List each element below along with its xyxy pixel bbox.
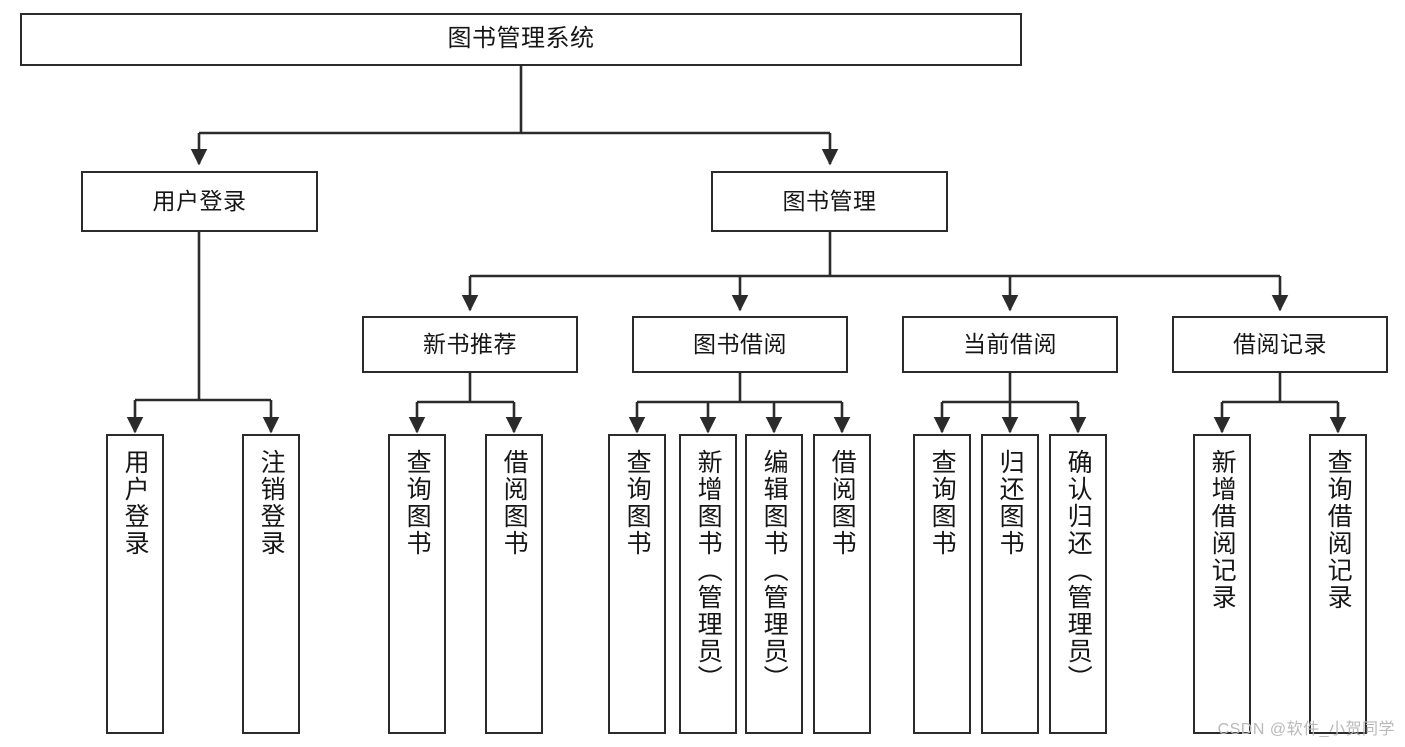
node-label: 查询图书: [623, 449, 652, 557]
node-label: 借阅记录: [1233, 330, 1327, 357]
node-leaf-edit-book-admin[interactable]: 编辑图书（管理员）: [745, 434, 803, 734]
node-current-borrow[interactable]: 当前借阅: [902, 316, 1118, 373]
node-book-borrow[interactable]: 图书借阅: [632, 316, 848, 373]
node-label: 图书借阅: [693, 330, 787, 357]
node-label: 确认归还（管理员）: [1064, 449, 1093, 692]
node-label: 用户登录: [121, 449, 150, 557]
node-leaf-add-borrow-record[interactable]: 新增借阅记录: [1193, 434, 1251, 734]
node-label: 用户登录: [152, 187, 247, 214]
node-leaf-logout[interactable]: 注销登录: [242, 434, 300, 734]
node-label: 新书推荐: [423, 330, 517, 357]
node-label: 注销登录: [257, 449, 286, 557]
node-label: 查询图书: [403, 449, 432, 557]
node-borrow-record[interactable]: 借阅记录: [1172, 316, 1388, 373]
node-leaf-return-book[interactable]: 归还图书: [981, 434, 1039, 734]
node-leaf-borrow-book-recommend[interactable]: 借阅图书: [485, 434, 543, 734]
node-leaf-user-login[interactable]: 用户登录: [106, 434, 164, 734]
node-leaf-borrow-book[interactable]: 借阅图书: [813, 434, 871, 734]
node-user-login[interactable]: 用户登录: [81, 171, 318, 232]
node-label: 查询借阅记录: [1324, 449, 1353, 611]
node-label: 借阅图书: [500, 449, 529, 557]
node-label: 归还图书: [996, 449, 1025, 557]
node-book-management[interactable]: 图书管理: [711, 171, 948, 232]
node-leaf-query-book-recommend[interactable]: 查询图书: [388, 434, 446, 734]
node-leaf-confirm-return-admin[interactable]: 确认归还（管理员）: [1049, 434, 1107, 734]
node-label: 借阅图书: [828, 449, 857, 557]
node-leaf-query-book-current[interactable]: 查询图书: [913, 434, 971, 734]
node-label: 当前借阅: [963, 330, 1057, 357]
node-label: 图书管理: [782, 187, 877, 214]
node-label: 查询图书: [928, 449, 957, 557]
node-leaf-query-borrow-record[interactable]: 查询借阅记录: [1309, 434, 1367, 734]
node-root-system[interactable]: 图书管理系统: [20, 13, 1022, 66]
node-leaf-add-book-admin[interactable]: 新增图书（管理员）: [679, 434, 737, 734]
node-label: 新增图书（管理员）: [694, 449, 723, 692]
node-label: 图书管理系统: [447, 25, 595, 53]
watermark: CSDN @软件_小贺同学: [1217, 721, 1395, 738]
node-leaf-query-book-borrow[interactable]: 查询图书: [608, 434, 666, 734]
node-label: 新增借阅记录: [1208, 449, 1237, 611]
node-new-book-recommend[interactable]: 新书推荐: [362, 316, 578, 373]
node-label: 编辑图书（管理员）: [760, 449, 789, 692]
